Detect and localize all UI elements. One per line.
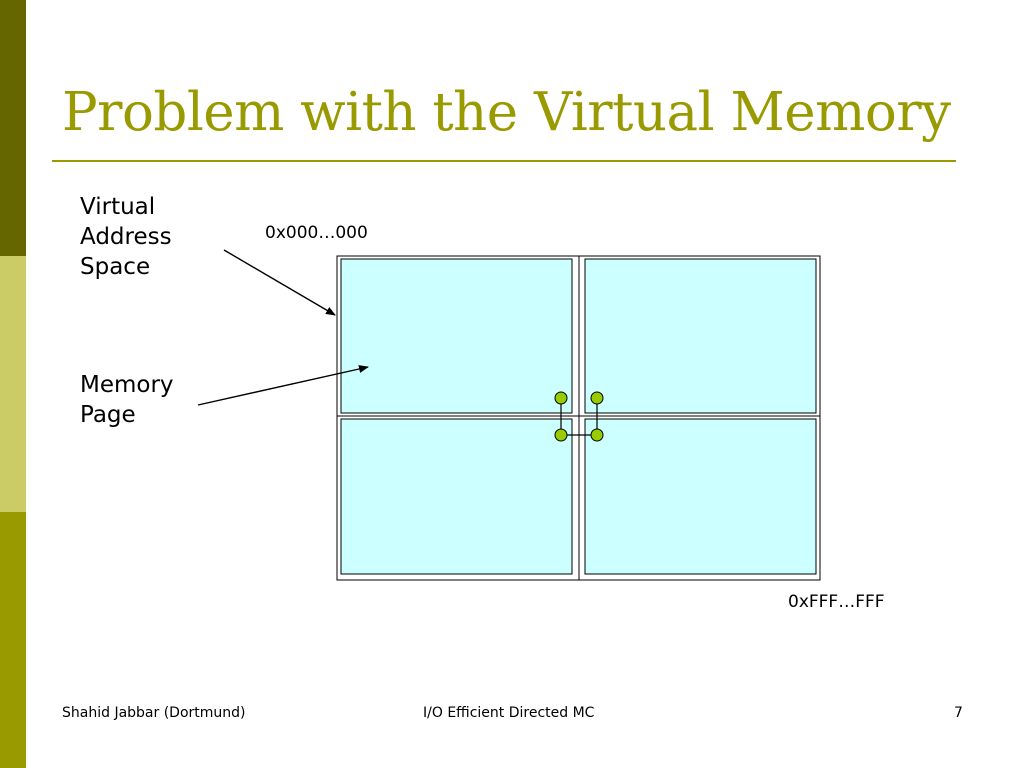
memory-page-bottom-left	[340, 418, 573, 575]
memory-page-label-line: Page	[80, 402, 136, 428]
state-node	[554, 391, 568, 405]
state-node	[590, 391, 604, 405]
start-address-label: 0x000…000	[265, 223, 368, 243]
virtual-address-space-label-line: Virtual	[80, 194, 156, 220]
memory-page-label: Memory Page	[80, 370, 174, 430]
memory-page-top-right	[584, 258, 817, 414]
memory-page-bottom-right	[584, 418, 817, 575]
title-underline	[52, 160, 956, 162]
arrow-to-address-space	[223, 249, 336, 316]
state-node	[554, 428, 568, 442]
virtual-address-space-label: Virtual Address Space	[80, 192, 172, 282]
memory-page-label-line: Memory	[80, 372, 174, 398]
end-address-label: 0xFFF…FFF	[788, 592, 885, 612]
sidebar-top-segment	[0, 0, 26, 256]
sidebar-bottom-segment	[0, 512, 26, 768]
virtual-address-space-label-line: Address	[80, 224, 172, 250]
slide-title: Problem with the Virtual Memory	[62, 82, 951, 143]
state-node	[590, 428, 604, 442]
footer-topic: I/O Efficient Directed MC	[423, 705, 595, 721]
footer-page-number: 7	[954, 705, 963, 721]
memory-page-top-left	[340, 258, 573, 414]
arrow-to-memory-page	[197, 365, 369, 406]
footer-author: Shahid Jabbar (Dortmund)	[62, 705, 246, 721]
virtual-address-space-label-line: Space	[80, 254, 151, 280]
sidebar-middle-segment	[0, 256, 26, 512]
